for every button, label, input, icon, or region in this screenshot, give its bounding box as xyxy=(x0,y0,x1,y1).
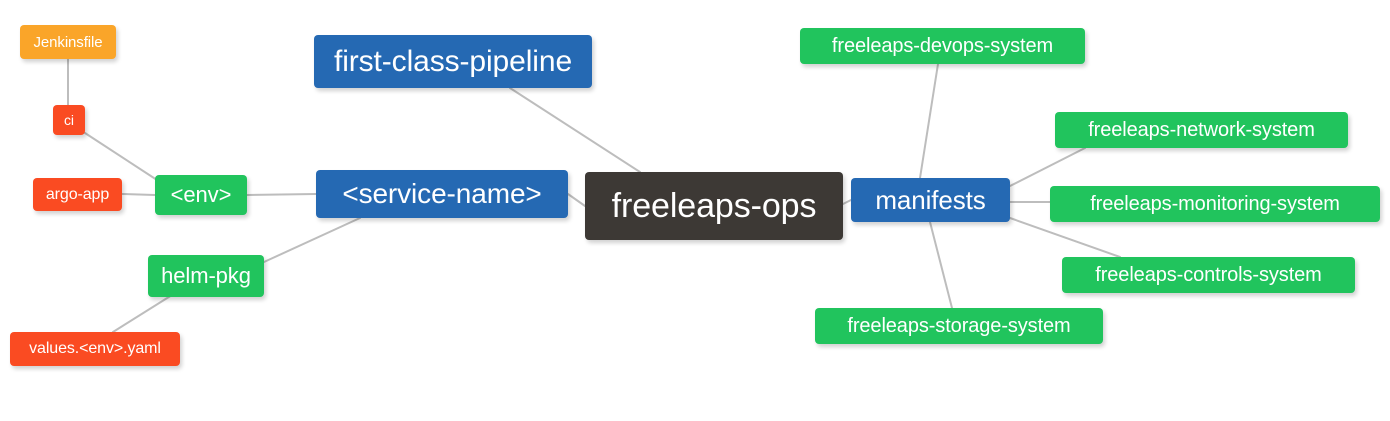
node-helm-pkg[interactable]: helm-pkg xyxy=(148,255,264,297)
node-argo-app[interactable]: argo-app xyxy=(33,178,122,211)
node-ci[interactable]: ci xyxy=(53,105,85,135)
edge-freeleaps-ops-to-service-name xyxy=(567,193,586,207)
edge-service-name-to-env xyxy=(246,193,317,196)
node-freeleaps-storage-system[interactable]: freeleaps-storage-system xyxy=(815,308,1103,344)
edge-manifests-to-freeleaps-devops-system xyxy=(919,63,939,179)
edge-manifests-to-freeleaps-controls-system xyxy=(1009,217,1121,258)
node-jenkinsfile[interactable]: Jenkinsfile xyxy=(20,25,116,59)
node-freeleaps-monitoring-system[interactable]: freeleaps-monitoring-system xyxy=(1050,186,1380,222)
edge-env-to-ci xyxy=(84,132,158,181)
node-env[interactable]: <env> xyxy=(155,175,247,215)
edge-manifests-to-freeleaps-storage-system xyxy=(929,221,953,309)
edge-freeleaps-ops-to-first-class-pipeline xyxy=(509,87,641,173)
node-manifests[interactable]: manifests xyxy=(851,178,1010,222)
node-service-name[interactable]: <service-name> xyxy=(316,170,568,218)
node-freeleaps-ops[interactable]: freeleaps-ops xyxy=(585,172,843,240)
node-values-yaml[interactable]: values.<env>.yaml xyxy=(10,332,180,366)
edge-service-name-to-helm-pkg xyxy=(263,217,361,263)
edge-freeleaps-ops-to-manifests xyxy=(842,199,852,205)
edge-env-to-argo-app xyxy=(121,193,156,196)
node-first-class-pipeline[interactable]: first-class-pipeline xyxy=(314,35,592,88)
node-freeleaps-network-system[interactable]: freeleaps-network-system xyxy=(1055,112,1348,148)
edge-manifests-to-freeleaps-network-system xyxy=(1009,147,1086,187)
node-freeleaps-devops-system[interactable]: freeleaps-devops-system xyxy=(800,28,1085,64)
node-freeleaps-controls-system[interactable]: freeleaps-controls-system xyxy=(1062,257,1355,293)
